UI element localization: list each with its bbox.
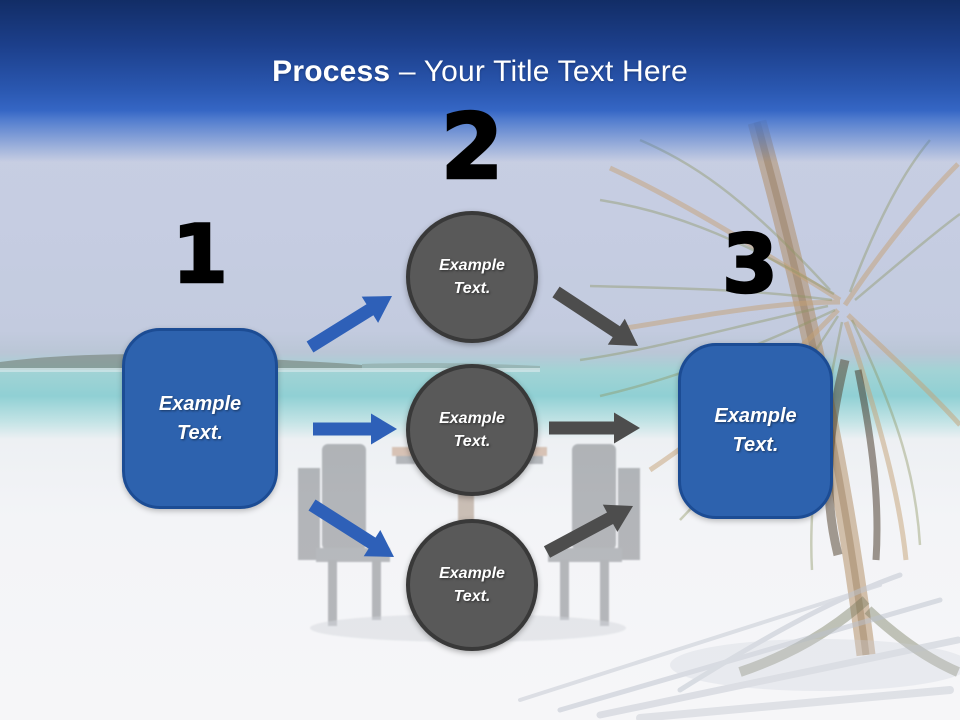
step-number-2: 2 (439, 95, 504, 200)
slide-title: Process – Your Title Text Here (0, 55, 960, 89)
process-circle-3[interactable]: Example Text. (406, 519, 538, 651)
circle-2-label: Example Text. (439, 409, 505, 450)
end-box-label: Example Text. (714, 405, 797, 456)
slide-title-rest: – Your Title Text Here (390, 55, 688, 88)
process-start-box[interactable]: Example Text. (122, 328, 278, 509)
process-end-box[interactable]: Example Text. (678, 343, 833, 519)
title-bar-gradient (0, 0, 960, 162)
step-number-3: 3 (721, 218, 779, 311)
step-number-1: 1 (171, 208, 229, 301)
process-circle-2[interactable]: Example Text. (406, 364, 538, 496)
circle-1-label: Example Text. (439, 256, 505, 297)
palm-frond-shadows (518, 572, 960, 720)
process-circle-1[interactable]: Example Text. (406, 211, 538, 343)
start-box-label: Example Text. (158, 392, 242, 444)
circle-3-label: Example Text. (439, 564, 505, 605)
slide-title-emphasis: Process (272, 55, 391, 88)
